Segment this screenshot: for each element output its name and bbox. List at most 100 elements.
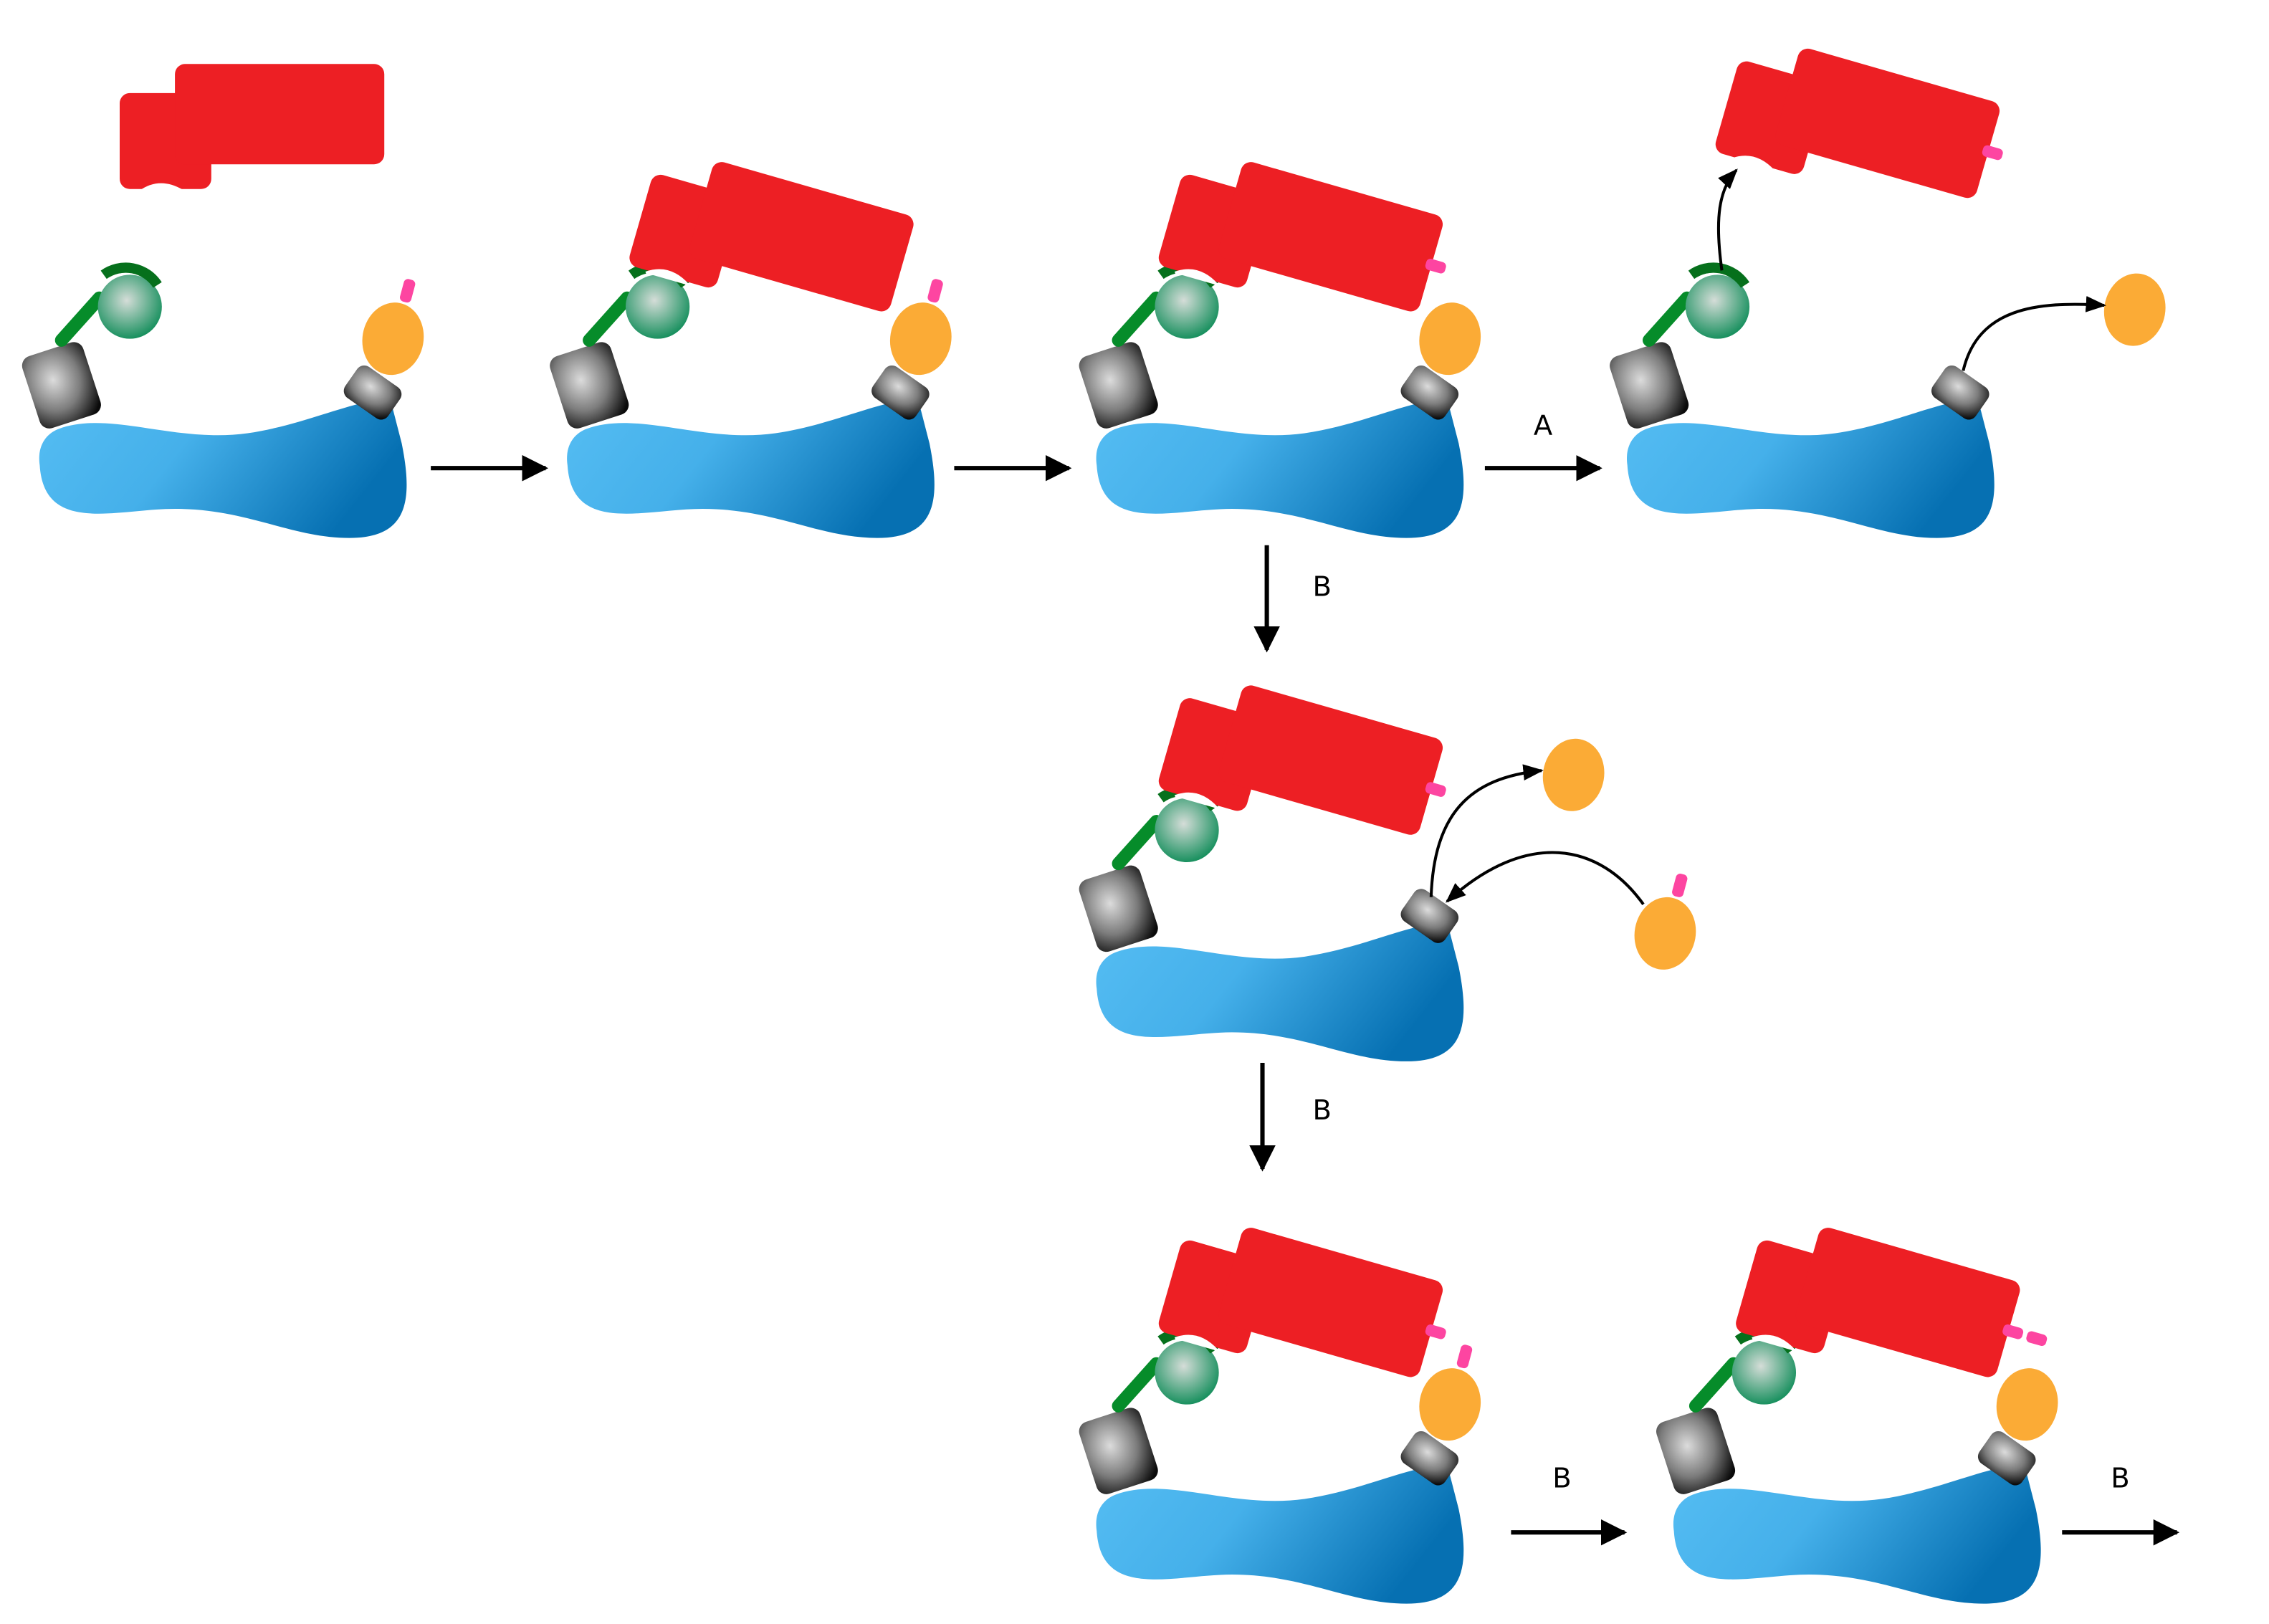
green-domain-arc xyxy=(100,262,162,288)
red-protein-binding-notch xyxy=(1731,156,1775,173)
green-carrier-domain xyxy=(97,274,162,339)
orange-ligand xyxy=(1996,1368,2058,1441)
green-linker-arm xyxy=(583,291,634,347)
red-protein-binding-notch xyxy=(1752,1334,1795,1352)
orange-ligand-body xyxy=(1419,302,1481,376)
grey-anchor-domain xyxy=(550,342,629,429)
panel-7-second-tag xyxy=(1656,1228,2058,1604)
grey-active-site-domain xyxy=(1400,889,1459,943)
arrow-label-step-b-down-2: B xyxy=(1312,1094,1331,1127)
blue-scaffold-protein xyxy=(1627,398,1995,538)
green-carrier-domain xyxy=(1155,274,1219,339)
arrow-label-step-b-right-2: B xyxy=(2111,1462,2129,1494)
pink-tag xyxy=(1982,145,2003,161)
green-linker-arm xyxy=(1112,291,1163,347)
curve-arrow-ligand-in xyxy=(1446,851,1645,905)
orange-ligand xyxy=(1419,1344,1481,1441)
orange-ligand-body xyxy=(889,302,952,376)
grey-active-site-domain xyxy=(1977,1430,2036,1486)
red-protein-binding-notch xyxy=(1174,269,1218,287)
pink-tag xyxy=(1425,1324,1446,1339)
panel-5-ligand-exchange xyxy=(1079,685,1464,1061)
pink-tag xyxy=(2026,1331,2048,1347)
orange-ligand-body xyxy=(362,302,424,376)
green-linker-arm xyxy=(54,291,106,347)
red-protein xyxy=(120,64,385,194)
grey-active-site-domain xyxy=(343,365,402,420)
blue-scaffold-protein xyxy=(1673,1463,2041,1604)
grey-active-site-domain xyxy=(871,365,930,420)
red-protein xyxy=(1158,685,1446,835)
grey-anchor-domain xyxy=(1079,1408,1158,1494)
red-protein xyxy=(1736,1228,2048,1377)
panel-6-new-ligand-bound xyxy=(1079,1228,1481,1604)
green-linker-arm xyxy=(1643,291,1694,347)
orange-ligand xyxy=(362,279,424,376)
green-carrier-domain xyxy=(1731,1340,1797,1405)
red-protein-large-lobe xyxy=(175,64,385,165)
arrow-label-step-b-right-1: B xyxy=(1552,1462,1571,1494)
red-protein-binding-notch xyxy=(645,269,689,287)
orange-ligand-body xyxy=(1542,738,1605,811)
red-protein xyxy=(1158,162,1446,312)
orange-ligand xyxy=(889,279,952,376)
red-protein xyxy=(1158,1228,1446,1377)
grey-active-site-domain xyxy=(1931,365,1989,420)
red-protein-large-lobe xyxy=(689,162,914,312)
panel-3-tag-transferred xyxy=(1079,162,1481,538)
green-linker-arm xyxy=(1112,1357,1163,1413)
grey-anchor-domain xyxy=(1656,1408,1736,1494)
pink-tag xyxy=(1425,782,1446,797)
orange-ligand-body xyxy=(1634,897,1696,970)
curve-arrow-ligand-out xyxy=(1429,764,1544,897)
blue-scaffold-protein xyxy=(1096,398,1464,538)
grey-active-site-domain xyxy=(1400,1430,1459,1486)
green-carrier-domain xyxy=(1155,798,1219,862)
pink-tag xyxy=(927,279,943,303)
green-carrier-domain xyxy=(625,274,690,339)
pink-tag xyxy=(2002,1324,2024,1339)
red-protein-binding-notch xyxy=(1174,792,1218,810)
pink-tag xyxy=(1672,874,1688,897)
pink-tag xyxy=(400,279,416,303)
grey-active-site-domain xyxy=(1400,365,1459,420)
red-protein-binding-notch xyxy=(139,183,185,194)
red-protein-large-lobe xyxy=(1775,48,2000,199)
curve-arrow-ligand-release xyxy=(1962,296,2106,371)
orange-ligand xyxy=(1634,874,1696,970)
reaction-arrows: A B B B B xyxy=(431,168,2180,1546)
pink-tag xyxy=(1425,258,1446,274)
red-protein xyxy=(1715,48,2003,199)
red-protein-large-lobe xyxy=(1795,1228,2020,1377)
green-carrier-domain xyxy=(1685,274,1750,339)
green-linker-arm xyxy=(1688,1357,1740,1413)
red-protein-large-lobe xyxy=(1218,162,1443,312)
blue-scaffold-protein xyxy=(1096,1463,1464,1604)
orange-ligand-body xyxy=(1419,1368,1481,1441)
pink-tag xyxy=(1456,1344,1473,1369)
red-protein-large-lobe xyxy=(1218,685,1443,835)
red-protein-large-lobe xyxy=(1218,1228,1443,1377)
orange-ligand xyxy=(1542,738,1605,811)
curve-arrow-carrier-to-red xyxy=(1716,168,1738,271)
blue-scaffold-protein xyxy=(567,398,935,538)
red-protein-binding-notch xyxy=(1174,1334,1218,1352)
grey-anchor-domain xyxy=(1079,342,1158,429)
green-carrier-domain xyxy=(1155,1340,1219,1405)
panel-1-initial xyxy=(22,64,424,538)
grey-anchor-domain xyxy=(1610,342,1689,429)
grey-anchor-domain xyxy=(22,342,101,429)
green-linker-arm xyxy=(1112,815,1163,871)
orange-ligand-body xyxy=(1996,1368,2058,1441)
orange-ligand xyxy=(1419,302,1481,376)
blue-scaffold-protein xyxy=(39,398,407,538)
blue-scaffold-protein xyxy=(1096,922,1464,1061)
orange-ligand xyxy=(2103,273,2166,346)
panel-4-pathway-a-release xyxy=(1610,48,2003,538)
arrow-label-step-b-down-1: B xyxy=(1312,571,1331,603)
panel-2-red-bound xyxy=(550,162,952,538)
arrow-label-step-a: A xyxy=(1534,410,1553,442)
red-protein xyxy=(629,162,914,312)
orange-ligand-body xyxy=(2103,273,2166,346)
